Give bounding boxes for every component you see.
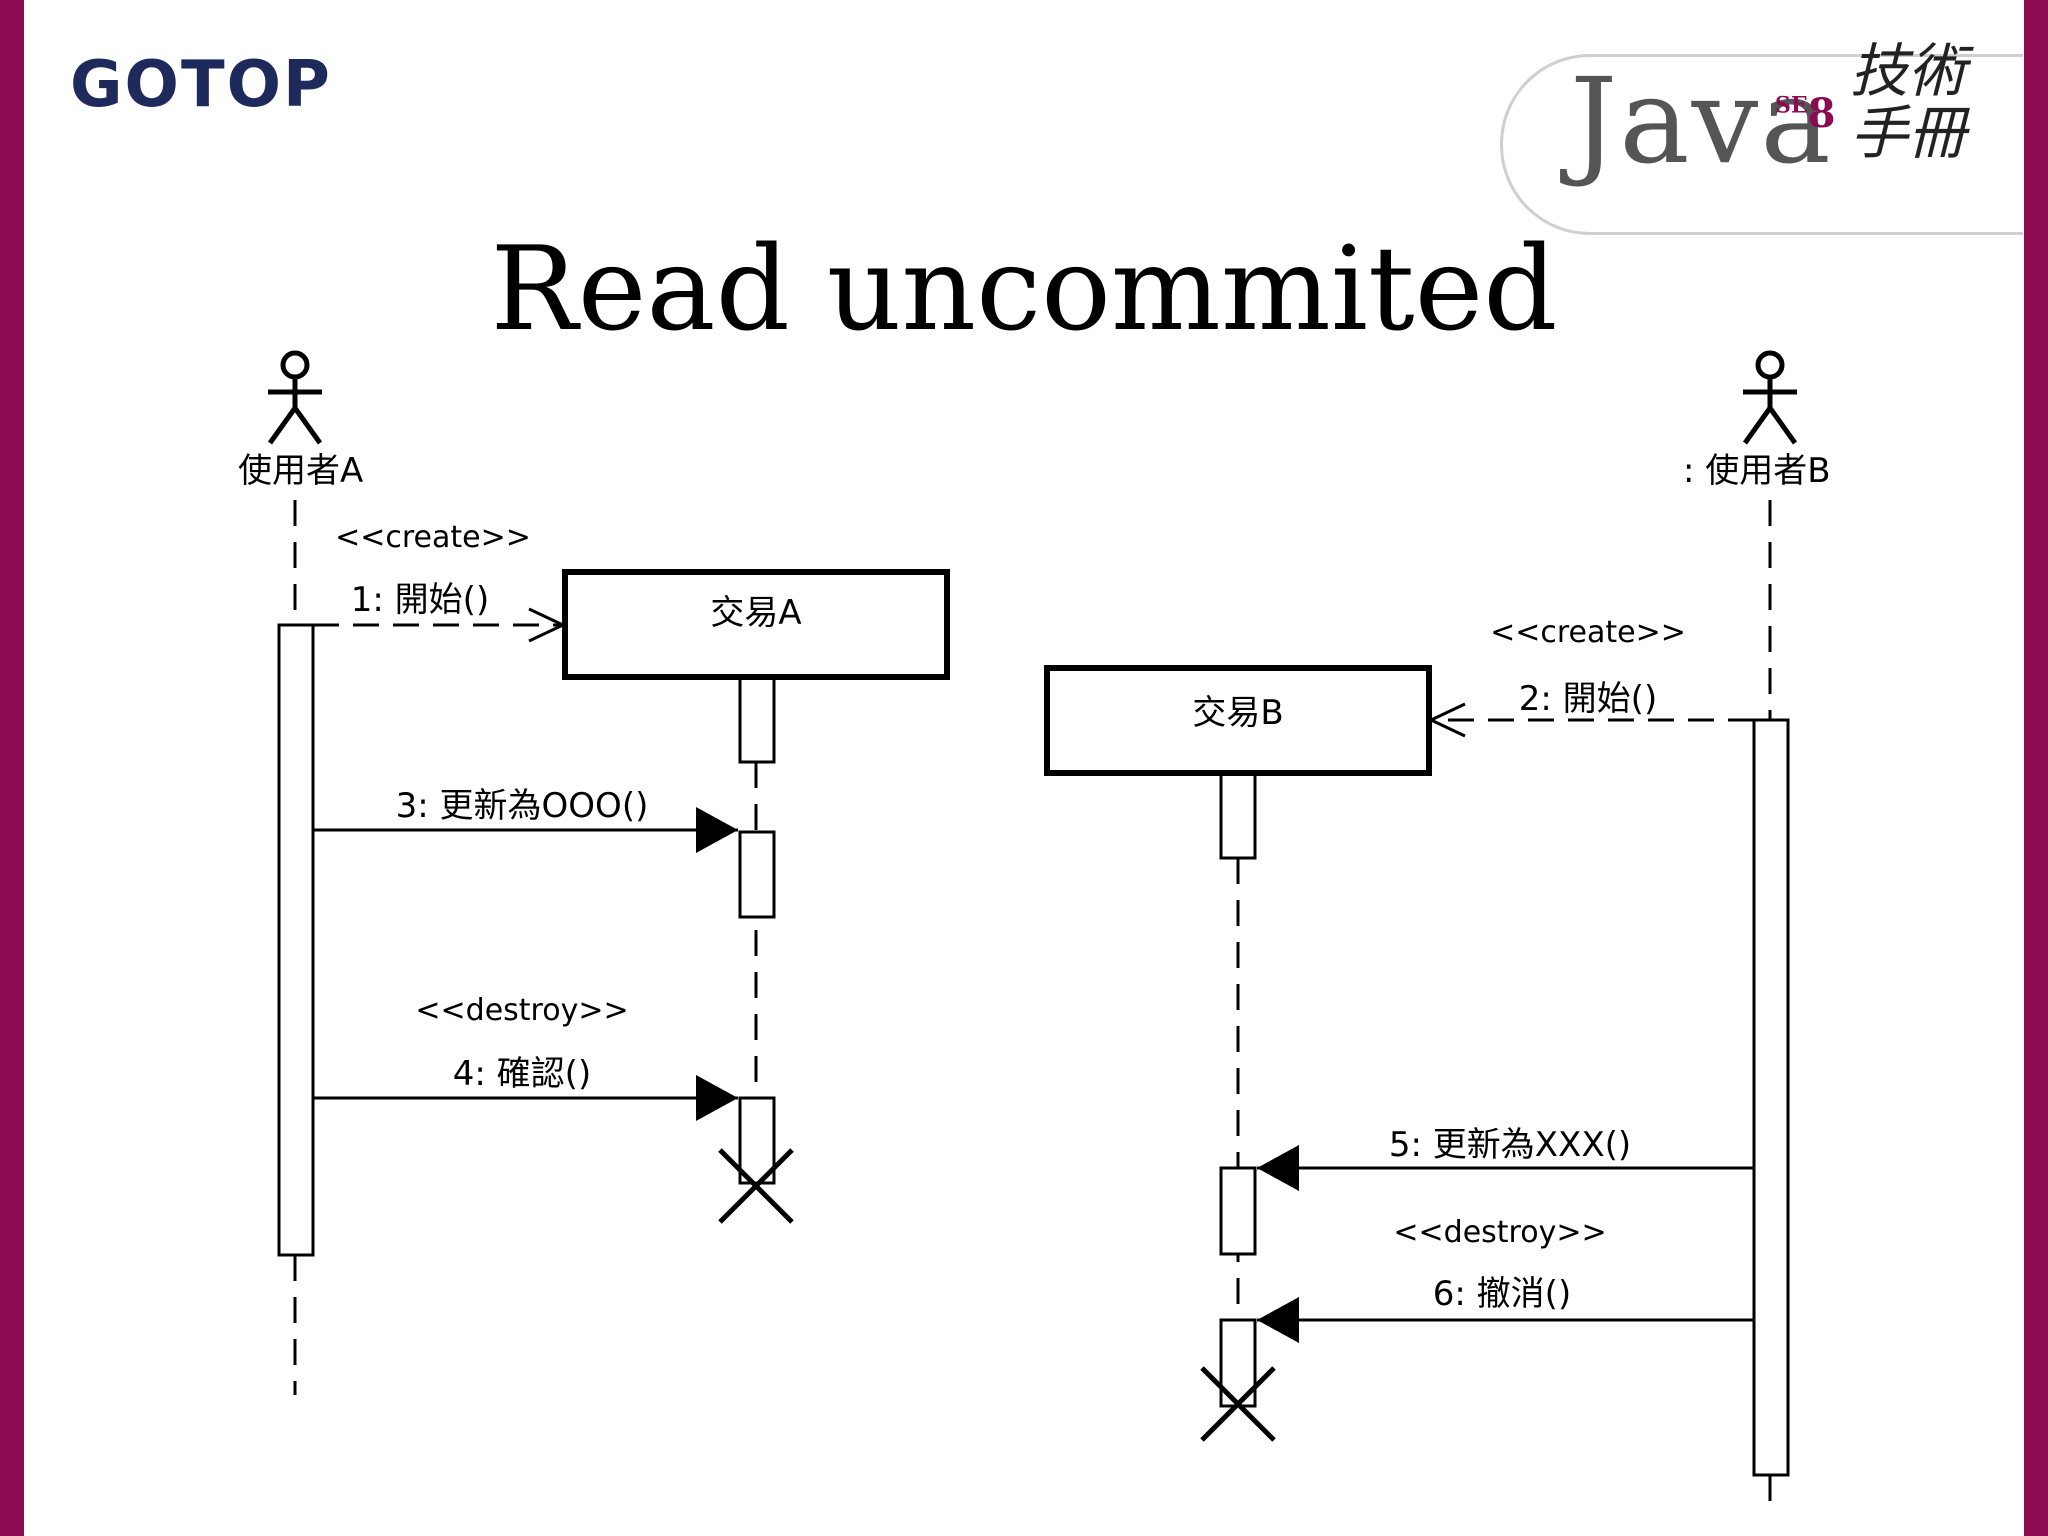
actor-a: 使用者A: [238, 350, 363, 491]
message-4-stereotype: <<destroy>>: [415, 993, 628, 1028]
message-1: <<create>> 1: 開始(): [313, 520, 567, 643]
destroy-x-icon-transaction-b: [1200, 1366, 1276, 1442]
message-6-stereotype: <<destroy>>: [1393, 1215, 1606, 1250]
java-se8-brand-logo: Java SE8 技術手冊: [1500, 37, 2023, 240]
slide-title: Read uncommited: [490, 222, 1558, 357]
brand-oval-decoration: [1500, 54, 2023, 235]
actor-a-label: 使用者A: [238, 451, 363, 491]
activation-actor-b: [1752, 718, 1790, 1477]
activation-transaction-a-2: [738, 830, 776, 919]
activation-actor-a: [277, 623, 315, 1257]
message-6: <<destroy>> 6: 撤消(): [1257, 1215, 1754, 1343]
activation-transaction-a-3: [738, 1096, 776, 1185]
activation-transaction-b-2: [1219, 1166, 1257, 1256]
brand-version-number: 8: [1807, 90, 1836, 137]
message-6-label: 6: 撤消(): [1433, 1274, 1571, 1314]
object-transaction-a-box: [562, 569, 950, 680]
actor-b-figure-icon: [1742, 350, 1798, 445]
object-transaction-b-label: 交易B: [1192, 693, 1283, 733]
destroy-x-icon-transaction-a: [718, 1148, 794, 1224]
left-frame-border: [0, 0, 24, 1536]
actor-b-label: : 使用者B: [1683, 451, 1831, 491]
message-5: 5: 更新為XXX(): [1257, 1125, 1754, 1191]
actor-a-figure-icon: [267, 350, 323, 445]
message-3-label: 3: 更新為OOO(): [396, 786, 649, 826]
brand-version: SE8: [1775, 90, 1836, 137]
message-2-label: 2: 開始(): [1519, 679, 1657, 719]
activation-transaction-b-1: [1219, 770, 1257, 860]
message-4: <<destroy>> 4: 確認(): [313, 993, 738, 1121]
message-3: 3: 更新為OOO(): [313, 786, 738, 853]
object-transaction-a-label: 交易A: [710, 593, 801, 633]
message-2-stereotype: <<create>>: [1490, 615, 1686, 650]
right-frame-border: [2024, 0, 2048, 1536]
object-transaction-b-box: [1044, 665, 1432, 776]
message-1-label: 1: 開始(): [351, 580, 489, 620]
brand-calligraphy-text: 技術手冊: [1850, 37, 1967, 167]
message-1-stereotype: <<create>>: [335, 520, 531, 555]
object-transaction-b: 交易B: [1044, 665, 1432, 776]
activation-transaction-a-1: [738, 675, 776, 764]
brand-edition: SE: [1775, 92, 1808, 119]
actor-b: : 使用者B: [1683, 350, 1831, 491]
brand-java-text: Java: [1570, 52, 1833, 190]
message-2: <<create>> 2: 開始(): [1427, 615, 1754, 738]
message-5-label: 5: 更新為XXX(): [1389, 1125, 1631, 1165]
gotop-logo: GOTOP: [70, 48, 332, 122]
object-transaction-a: 交易A: [562, 569, 950, 680]
message-4-label: 4: 確認(): [453, 1054, 591, 1094]
